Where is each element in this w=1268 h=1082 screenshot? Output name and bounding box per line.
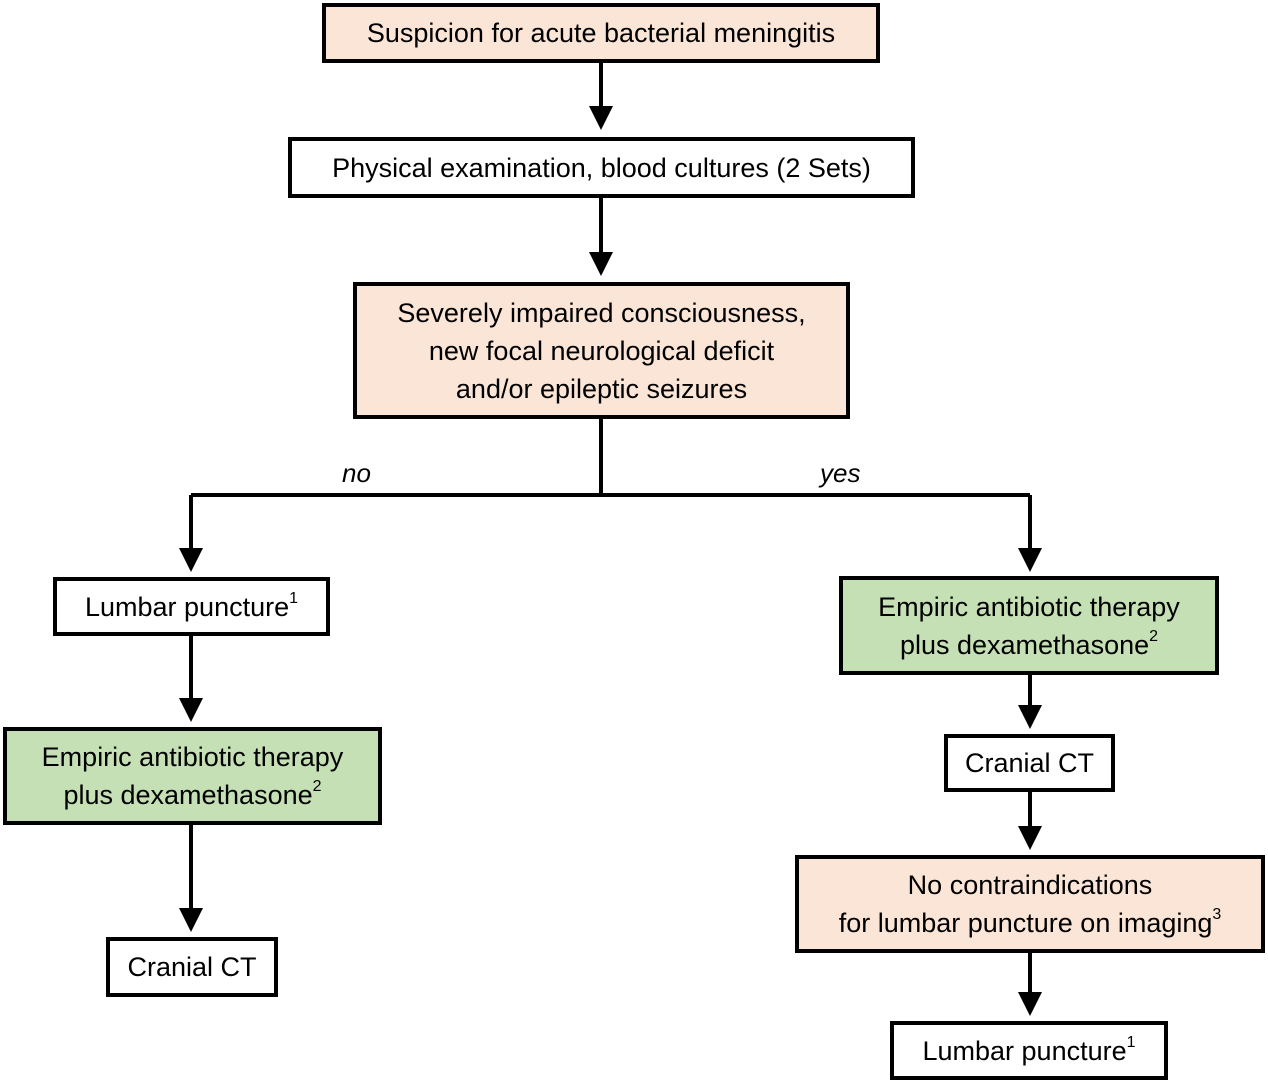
no-therapy-line-1: Empiric antibiotic therapy bbox=[41, 742, 344, 772]
contraindications-line-2: for lumbar puncture on imaging bbox=[838, 908, 1213, 938]
exam-label: Physical examination, blood cultures (2 … bbox=[332, 152, 871, 183]
yes-cranial-ct-label: Cranial CT bbox=[964, 748, 1095, 778]
footnote-marker: 3 bbox=[1212, 906, 1222, 923]
yes-therapy-line-2: plus dexamethasone bbox=[899, 629, 1150, 660]
contraindications-node: No contraindications for lumbar puncture… bbox=[795, 855, 1265, 953]
branch-label-yes: yes bbox=[820, 458, 861, 488]
suspicion-label: Suspicion for acute bacterial meningitis bbox=[366, 18, 836, 48]
no-therapy-node: Empiric antibiotic therapy plus dexameth… bbox=[3, 727, 382, 825]
no-cranial-ct-node: Cranial CT bbox=[106, 937, 278, 997]
contraindications-line-1: No contraindications bbox=[907, 870, 1153, 900]
criteria-line-3: and/or epileptic seizures bbox=[455, 373, 748, 404]
yes-cranial-ct-node: Cranial CT bbox=[944, 734, 1115, 792]
criteria-line-1: Severely impaired consciousness, bbox=[397, 297, 806, 328]
yes-lumbar-puncture-label: Lumbar puncture bbox=[922, 1035, 1127, 1066]
yes-lumbar-puncture-node: Lumbar puncture1 bbox=[890, 1021, 1168, 1080]
no-lumbar-puncture-node: Lumbar puncture1 bbox=[53, 577, 330, 636]
criteria-line-2: new focal neurological deficit bbox=[428, 335, 775, 366]
branch-label-no: no bbox=[342, 458, 371, 488]
yes-therapy-line-1: Empiric antibiotic therapy bbox=[878, 591, 1180, 622]
footnote-marker: 2 bbox=[312, 778, 322, 795]
footnote-marker: 1 bbox=[1126, 1033, 1136, 1051]
footnote-marker: 2 bbox=[1149, 627, 1159, 645]
suspicion-node: Suspicion for acute bacterial meningitis bbox=[322, 3, 880, 63]
no-lumbar-puncture-label: Lumbar puncture bbox=[84, 591, 290, 622]
exam-node: Physical examination, blood cultures (2 … bbox=[288, 137, 915, 198]
yes-therapy-node: Empiric antibiotic therapy plus dexameth… bbox=[839, 576, 1219, 675]
no-cranial-ct-label: Cranial CT bbox=[127, 952, 257, 982]
criteria-node: Severely impaired consciousness, new foc… bbox=[353, 282, 850, 419]
no-therapy-line-2: plus dexamethasone bbox=[63, 780, 313, 810]
branch-connector bbox=[191, 418, 603, 497]
footnote-marker: 1 bbox=[289, 589, 299, 607]
